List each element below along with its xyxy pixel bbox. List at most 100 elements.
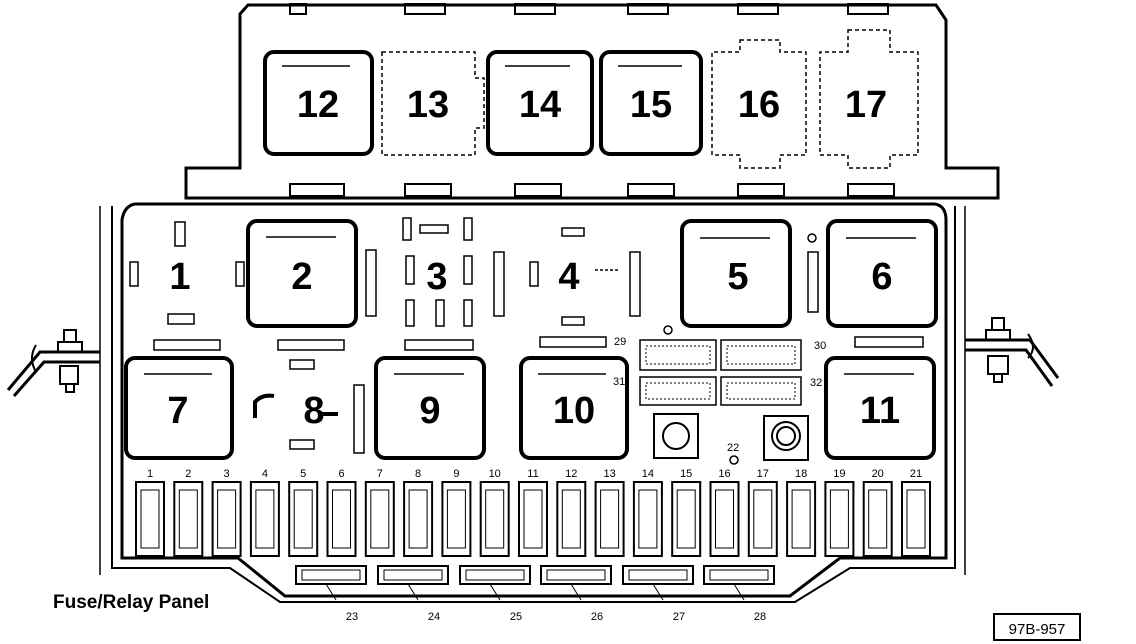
fuse-number: 21 (910, 468, 922, 480)
fuse-number: 8 (415, 468, 421, 480)
slot-number: 24 (428, 611, 440, 623)
slot-body (459, 565, 531, 585)
slot-leader (489, 583, 501, 601)
fuse-body (173, 481, 204, 557)
fuse-number: 6 (338, 468, 344, 480)
fuse-body (556, 481, 587, 557)
fuse-element (829, 489, 849, 549)
fuse-number: 19 (833, 468, 845, 480)
relay-label: 10 (553, 390, 595, 432)
slot-label-29: 29 (614, 336, 626, 348)
fuse-body (211, 481, 242, 557)
fuse-body (901, 481, 931, 557)
fuse-body (671, 481, 702, 557)
fuse-number: 5 (300, 468, 306, 480)
relay-label: 1 (169, 256, 190, 298)
figure-code-box: 97B-957 (993, 613, 1081, 641)
fuse-body (709, 481, 740, 557)
main-relays-row1 (129, 217, 938, 335)
left-mounting-bracket (6, 329, 100, 397)
fuse-body (326, 481, 357, 557)
main-panel (99, 202, 966, 603)
slot-label-30: 30 (814, 340, 826, 352)
fuse-element (791, 489, 811, 549)
fuse-number: 11 (527, 468, 538, 480)
fuse-number: 1 (147, 468, 153, 480)
slot-inner (709, 569, 769, 581)
fuse: 8 (403, 468, 434, 557)
relay-label: 13 (407, 84, 449, 126)
fuse: 4 (249, 468, 280, 557)
fuse-body (747, 481, 778, 557)
fuse: 17 (747, 468, 778, 557)
fuse: 20 (862, 468, 893, 557)
slot-label-31: 31 (613, 376, 625, 388)
slot-leader (407, 583, 419, 601)
slot-inner (628, 569, 688, 581)
fuse-element (446, 489, 466, 549)
right-mounting-bracket (965, 317, 1060, 387)
fuse: 11 (518, 468, 548, 557)
fuse-body (862, 481, 893, 557)
fuse-body (594, 481, 625, 557)
fuse-number: 3 (224, 468, 230, 480)
fuse-body (403, 481, 434, 557)
fuse: 14 (632, 468, 663, 557)
slot-inner (546, 569, 606, 581)
slot-body (540, 565, 612, 585)
slot-body (377, 565, 449, 585)
slot-number: 28 (754, 611, 766, 623)
fuse-body (364, 481, 395, 557)
fuse-number: 7 (377, 468, 383, 480)
fuse-element (255, 489, 275, 549)
fuse-body (824, 481, 855, 557)
fuse-element (638, 489, 658, 549)
slot-inner (383, 569, 443, 581)
relay-label: 4 (558, 256, 579, 298)
fuse-number: 14 (642, 468, 654, 480)
relay-label: 2 (291, 256, 312, 298)
connector-strips (153, 336, 924, 454)
relay-label: 5 (727, 256, 748, 298)
fuse-element (868, 489, 888, 549)
relay-label: 6 (871, 256, 892, 298)
slot-leader (325, 583, 337, 601)
fuse-element (600, 489, 620, 549)
fuse-number: 4 (262, 468, 268, 480)
slot-body (703, 565, 775, 585)
slot-label-32: 32 (810, 377, 822, 389)
fuse-body (135, 481, 165, 557)
fuse-body (479, 481, 510, 557)
fuse-element (293, 489, 313, 549)
slot-grid-29-32 (639, 339, 802, 406)
slot-label-22: 22 (727, 442, 739, 454)
fuse-element (523, 489, 543, 549)
fuse: 7 (364, 468, 395, 557)
fuse-number: 10 (489, 468, 501, 480)
fuse-body (632, 481, 663, 557)
slot-body (622, 565, 694, 585)
panel-title: Fuse/Relay Panel (53, 592, 209, 613)
main-relays-row2 (124, 356, 936, 460)
fuse-element (676, 489, 696, 549)
fuse-element (217, 489, 237, 549)
fuse: 2 (173, 468, 204, 557)
relay-label: 3 (426, 256, 447, 298)
relay-label: 14 (519, 84, 561, 126)
slot-number: 23 (346, 611, 358, 623)
fuse-body (441, 481, 472, 557)
bottom-slot: 23 (295, 565, 367, 623)
fuse-element (753, 489, 773, 549)
fuse-body (288, 481, 319, 557)
bottom-slot: 27 (622, 565, 694, 623)
fuse: 18 (786, 468, 817, 557)
fuse-element (715, 489, 734, 549)
fuse: 16 (709, 468, 740, 557)
fuse-number: 17 (757, 468, 769, 480)
relay-label: 11 (860, 390, 900, 432)
fuse: 3 (211, 468, 242, 557)
relay-label: 16 (738, 84, 780, 126)
fuse: 9 (441, 468, 472, 557)
